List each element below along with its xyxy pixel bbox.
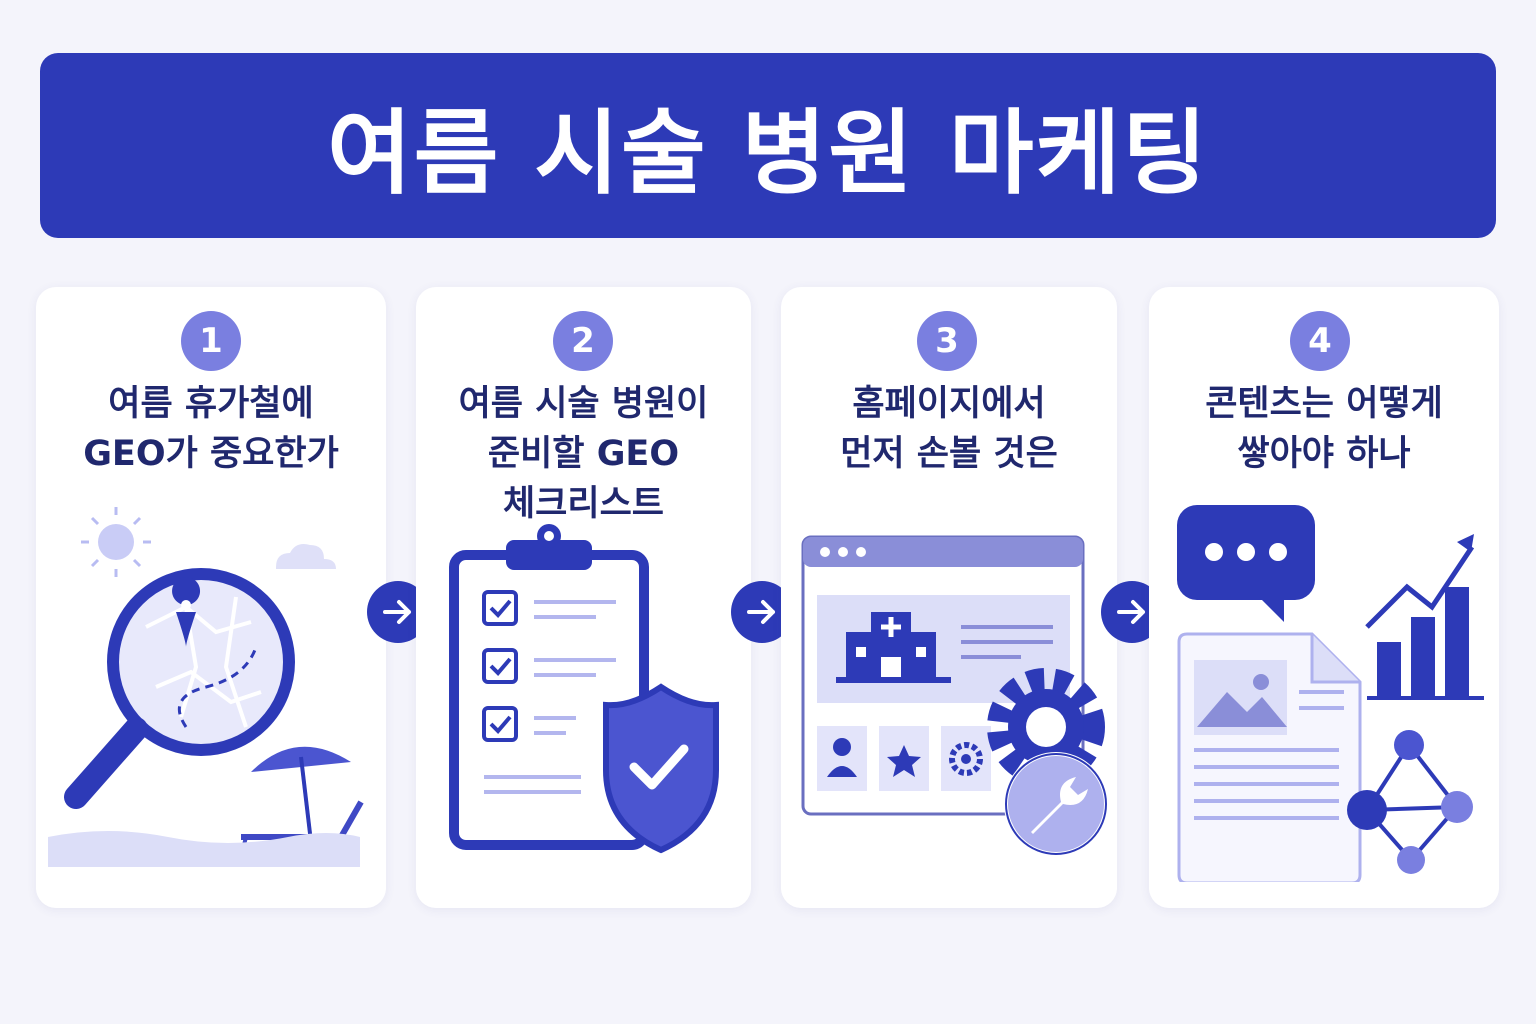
text-lines [961, 625, 1053, 659]
chat-bubble-icon [1177, 505, 1315, 622]
large-gear-icon [987, 668, 1105, 786]
arrow-right-icon [731, 581, 793, 643]
step-title-line: GEO가 중요한가 [83, 434, 339, 474]
bar-chart-icon [1365, 534, 1484, 700]
cloud-icon [276, 544, 336, 569]
step-title-1: 여름 휴가철에 GEO가 중요한가 [36, 379, 386, 479]
step-card-4: 4 콘텐츠는 어떻게 쌓아야 하나 [1149, 287, 1499, 908]
step-number-4: 4 [1290, 311, 1350, 371]
step-title-line: 여름 휴가철에 [108, 384, 314, 424]
list-lines [484, 600, 616, 794]
step-title-line: 먼저 손볼 것은 [840, 434, 1058, 474]
document-icon [1177, 632, 1362, 882]
wrench-icon [1004, 752, 1108, 856]
search-map-beach-icon [48, 507, 364, 867]
step-title-line: 준비할 GEO [487, 434, 680, 474]
sun-icon [81, 507, 151, 577]
step-title-line: 콘텐츠는 어떻게 [1205, 384, 1443, 424]
step-title-line: 체크리스트 [502, 484, 664, 524]
checklist-shield-icon [449, 524, 719, 854]
step-card-1: 1 여름 휴가철에 GEO가 중요한가 [36, 287, 386, 908]
step-number-1: 1 [181, 311, 241, 371]
page-title: 여름 시술 병원 마케팅 [327, 100, 1209, 207]
arrow-right-icon [1101, 581, 1163, 643]
step-title-line: 쌓아야 하나 [1237, 434, 1411, 474]
star-icon [887, 745, 921, 777]
step-number-3: 3 [917, 311, 977, 371]
step-title-line: 여름 시술 병원이 [458, 384, 709, 424]
gear-icon [949, 742, 983, 776]
shield-check-icon [603, 683, 719, 854]
step-title-line: 홈페이지에서 [852, 384, 1046, 424]
arrow-right-icon [367, 581, 429, 643]
step-number-2: 2 [553, 311, 613, 371]
sand-wave [48, 831, 360, 867]
step-title-4: 콘텐츠는 어떻게 쌓아야 하나 [1149, 379, 1499, 479]
title-banner: 여름 시술 병원 마케팅 [40, 53, 1496, 238]
website-settings-icon [801, 535, 1108, 856]
step-card-3: 3 홈페이지에서 먼저 손볼 것은 [781, 287, 1117, 908]
user-tile [817, 726, 867, 791]
content-growth-icon [1177, 505, 1484, 882]
clipboard-icon [449, 524, 649, 850]
step-card-2: 2 여름 시술 병원이 준비할 GEO 체크리스트 [416, 287, 751, 908]
step-title-2: 여름 시술 병원이 준비할 GEO 체크리스트 [416, 379, 751, 529]
network-icon [1347, 730, 1473, 874]
checkbox-icon [482, 590, 518, 742]
magnifier-icon [64, 568, 295, 809]
step-title-3: 홈페이지에서 먼저 손볼 것은 [781, 379, 1117, 479]
